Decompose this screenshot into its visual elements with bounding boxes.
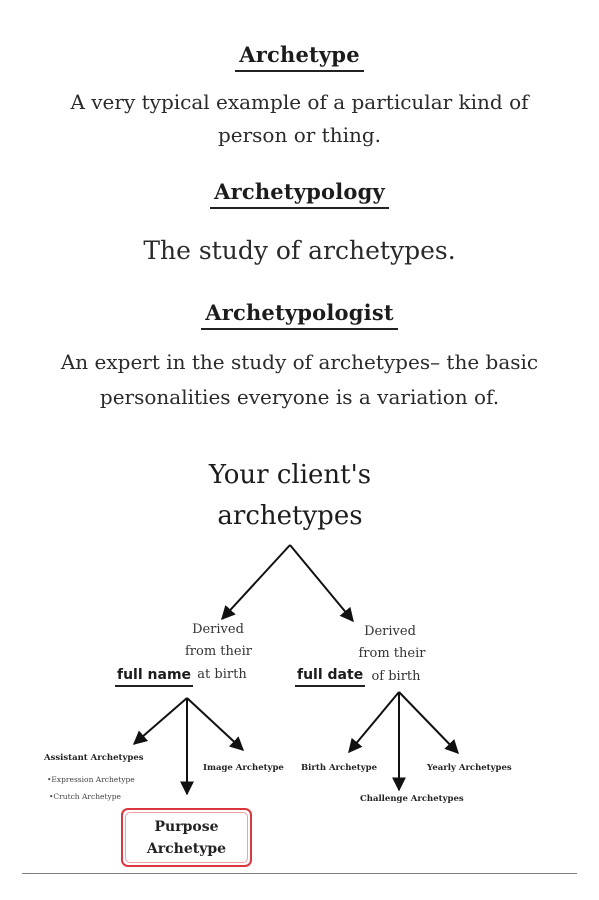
node-yearly-archetypes: Yearly Archetypes — [427, 763, 512, 773]
left-note-line-3: at birth — [197, 667, 247, 682]
left-note-line-2: from their — [185, 644, 252, 659]
field-full-date: full date — [295, 667, 366, 687]
node-crutch-archetype: •Crutch Archetype — [49, 792, 121, 801]
arrow-full-name-to-image — [186, 697, 245, 751]
heading-archetype: Archetype — [0, 42, 599, 72]
definition-archetypologist-line-1: An expert in the study of archetypes– th… — [60, 350, 539, 374]
node-assistant-archetypes: Assistant Archetypes — [44, 753, 144, 763]
bottom-divider — [22, 873, 577, 874]
right-note-line-1: Derived — [364, 624, 416, 639]
definition-archetype-line-2: person or thing. — [217, 123, 382, 147]
left-note-line-1: Derived — [192, 622, 244, 637]
field-full-name: full name — [115, 667, 194, 687]
arrow-root-to-full-name — [221, 544, 291, 621]
arrow-full-name-to-assistant — [132, 697, 188, 745]
node-birth-archetype: Birth Archetype — [301, 763, 378, 773]
node-purpose-archetype: Purpose Archetype — [121, 808, 252, 867]
definition-archetypologist-line-2: personalities everyone is a variation of… — [99, 385, 500, 409]
root-node-line-1: Your client's — [208, 460, 372, 490]
purpose-line-1: Purpose — [154, 819, 219, 835]
purpose-line-2: Archetype — [146, 841, 227, 857]
heading-archetypologist: Archetypologist — [0, 300, 599, 330]
definition-archetypology: The study of archetypes. — [143, 236, 456, 265]
arrow-full-date-to-birth — [348, 691, 400, 754]
node-image-archetype: Image Archetype — [203, 763, 284, 773]
arrow-root-to-full-date — [289, 544, 354, 623]
right-note-line-3: of birth — [371, 669, 421, 684]
root-node-line-2: archetypes — [217, 501, 363, 531]
node-expression-archetype: •Expression Archetype — [47, 775, 135, 784]
definition-archetype-line-1: A very typical example of a particular k… — [70, 90, 529, 114]
arrow-full-date-to-yearly — [398, 691, 459, 755]
node-challenge-archetypes: Challenge Archetypes — [360, 794, 464, 804]
heading-archetypology: Archetypology — [0, 179, 599, 209]
right-note-line-2: from their — [358, 646, 426, 661]
